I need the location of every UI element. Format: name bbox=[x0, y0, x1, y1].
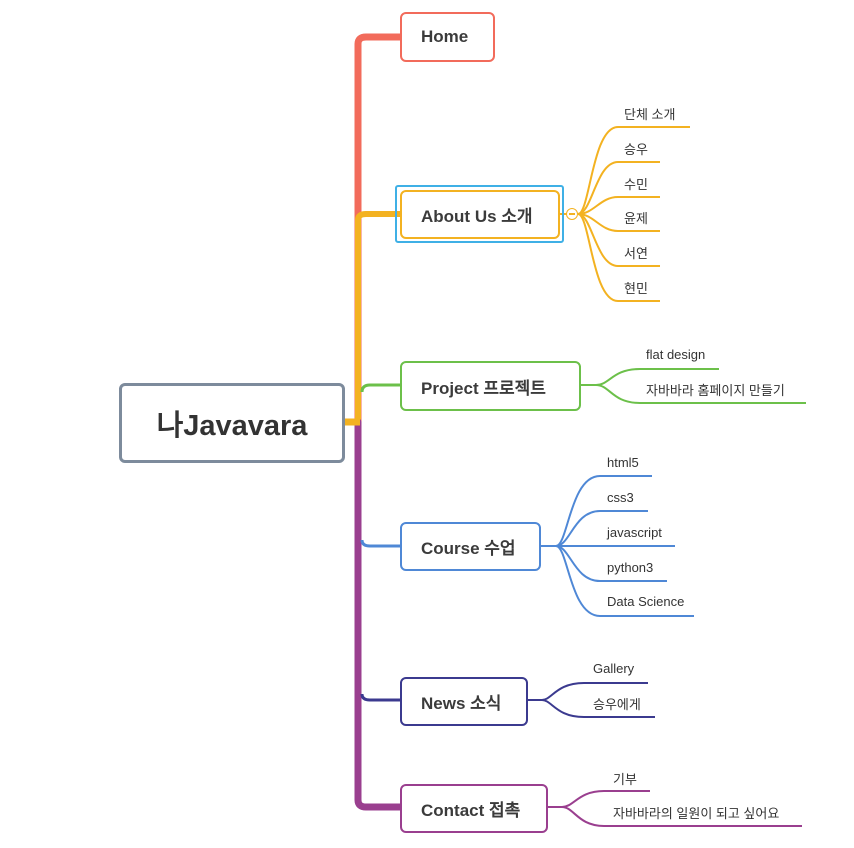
topic-course-label: Course 수업 bbox=[421, 539, 516, 558]
topic-about[interactable]: About Us 소개 bbox=[400, 190, 560, 239]
subtopic-course-data-science[interactable]: Data Science bbox=[607, 594, 685, 609]
subtopic-course-javascript[interactable]: javascript bbox=[607, 525, 662, 540]
collapse-toggle-icon[interactable] bbox=[566, 208, 578, 220]
subtopic-contact-join[interactable]: 자바바라의 일원이 되고 싶어요 bbox=[613, 806, 780, 821]
root-label: 나Javavara bbox=[156, 410, 308, 442]
subtopic-news-gallery[interactable]: Gallery bbox=[593, 661, 635, 676]
topic-project[interactable]: Project 프로젝트 bbox=[400, 361, 581, 411]
trunk-contact bbox=[354, 418, 404, 811]
trunk-news bbox=[360, 693, 400, 702]
subtopic-about-team[interactable]: 단체 소개 bbox=[624, 107, 676, 122]
topic-news-label: News 소식 bbox=[421, 694, 502, 713]
trunk-home bbox=[354, 33, 404, 426]
topic-contact[interactable]: Contact 접촉 bbox=[400, 784, 548, 833]
topic-news[interactable]: News 소식 bbox=[400, 677, 528, 726]
subtopic-course-python3[interactable]: python3 bbox=[607, 560, 654, 575]
subtopic-about-sumin[interactable]: 수민 bbox=[624, 177, 648, 192]
topic-contact-label: Contact 접촉 bbox=[421, 801, 521, 820]
subtopic-about-seoyeon[interactable]: 서연 bbox=[624, 246, 648, 261]
selection-outline bbox=[395, 185, 564, 243]
subtopic-project-flat-design[interactable]: flat design bbox=[646, 347, 706, 362]
topic-home[interactable]: Home bbox=[400, 12, 495, 62]
topic-about-label: About Us 소개 bbox=[421, 207, 533, 226]
subtopic-course-css3[interactable]: css3 bbox=[607, 490, 634, 505]
topic-home-label: Home bbox=[421, 27, 469, 46]
topic-project-label: Project 프로젝트 bbox=[421, 378, 546, 398]
subtopic-about-hyunmin[interactable]: 현민 bbox=[624, 281, 648, 296]
subtopic-about-yunje[interactable]: 윤제 bbox=[624, 211, 648, 226]
subtopic-news-to-seungwoo[interactable]: 승우에게 bbox=[593, 697, 641, 712]
trunk-project bbox=[360, 383, 400, 393]
subtopic-project-homepage[interactable]: 자바바라 홈페이지 만들기 bbox=[646, 383, 785, 398]
topic-course[interactable]: Course 수업 bbox=[400, 522, 541, 571]
subtopic-course-html5[interactable]: html5 bbox=[607, 455, 639, 470]
trunk-about bbox=[355, 211, 400, 422]
trunk-course bbox=[360, 539, 400, 548]
root-node[interactable]: 나Javavara bbox=[119, 383, 345, 463]
subtopic-about-seungwoo[interactable]: 승우 bbox=[624, 142, 648, 157]
subtopic-contact-donate[interactable]: 기부 bbox=[613, 772, 637, 787]
